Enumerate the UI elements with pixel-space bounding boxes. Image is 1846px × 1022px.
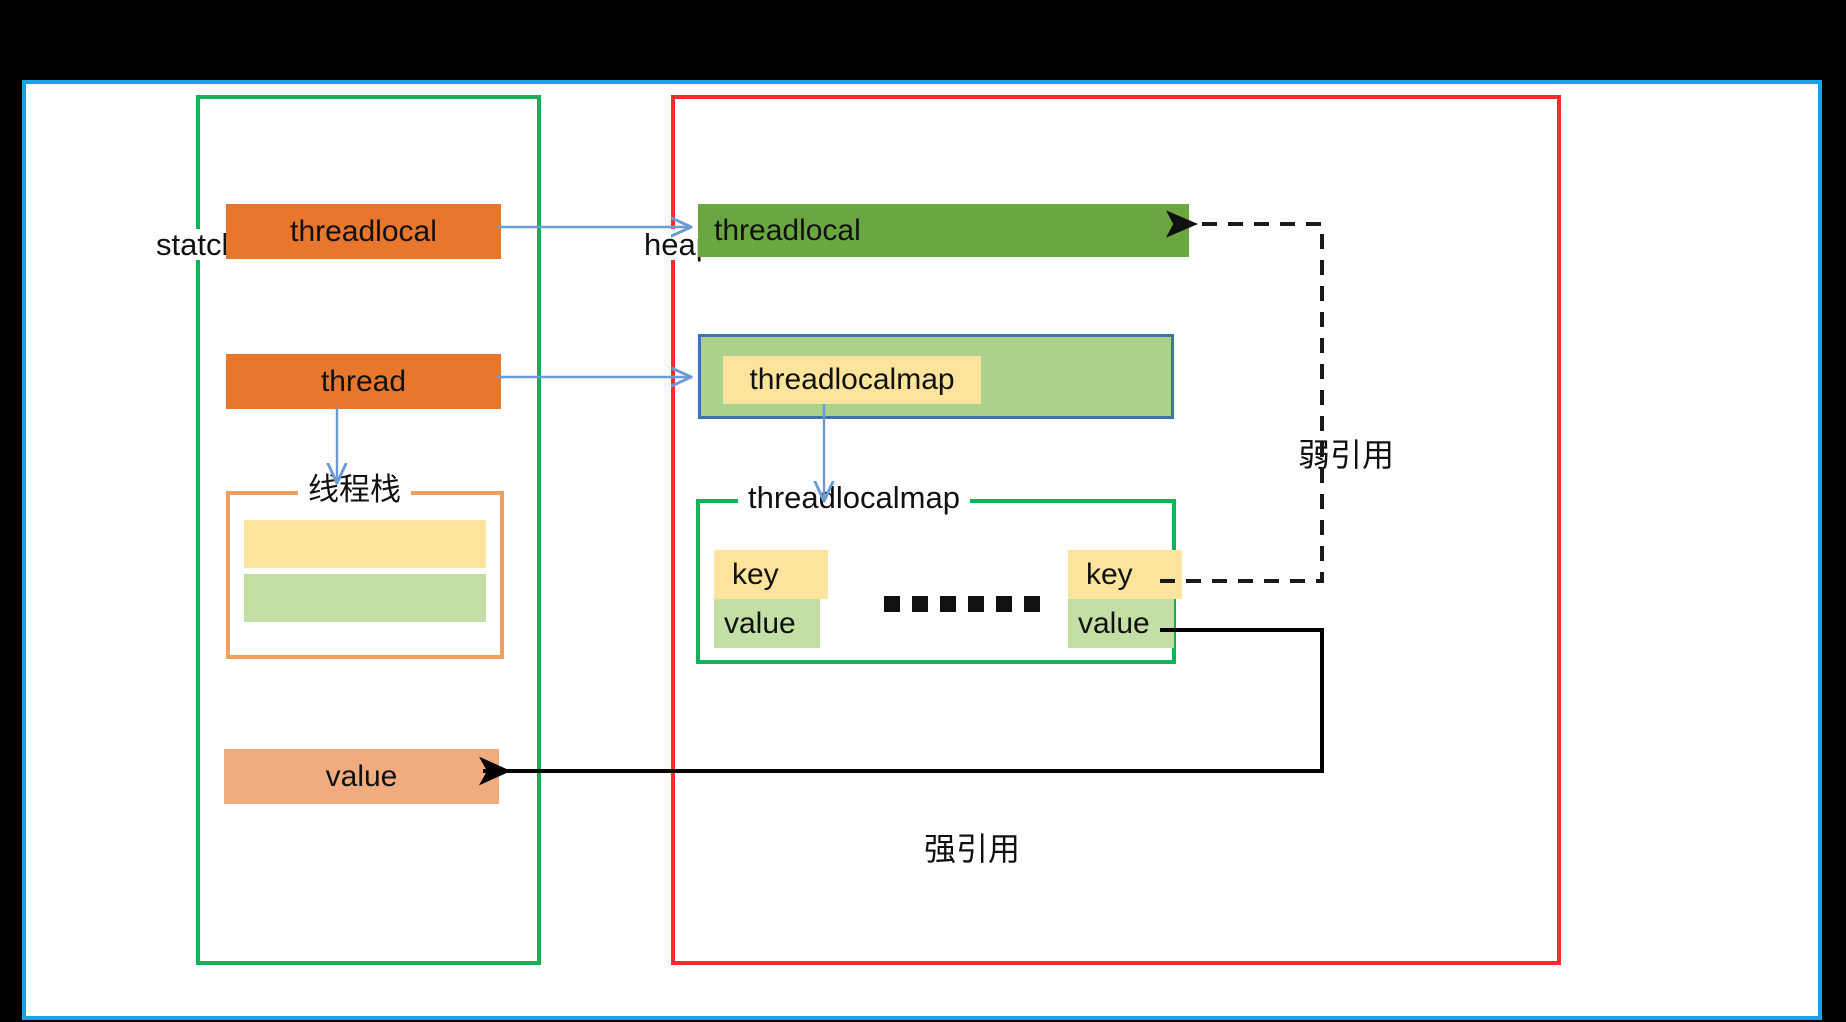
weak-reference-label: 弱引用 xyxy=(1288,436,1405,476)
entry-value-2[interactable]: value xyxy=(1068,599,1174,648)
thread-stack-slot-yellow xyxy=(244,520,486,568)
heap-region-frame xyxy=(671,95,1561,965)
entry-key-1[interactable]: key xyxy=(714,550,828,599)
diagram-inner-frame: statck threadlocal thread 线程栈 value heap… xyxy=(22,80,1822,1020)
heap-box-threadlocal[interactable]: threadlocal xyxy=(698,204,1189,257)
entries-ellipsis xyxy=(884,596,1040,612)
entry-value-1[interactable]: value xyxy=(714,599,820,648)
ellipsis-square xyxy=(1024,596,1040,612)
threadlocalmap-entries-label: threadlocalmap xyxy=(738,482,970,513)
strong-reference-label: 强引用 xyxy=(914,830,1031,870)
thread-stack-group-label: 线程栈 xyxy=(298,474,411,505)
stack-box-threadlocal[interactable]: threadlocal xyxy=(226,204,501,259)
ellipsis-square xyxy=(912,596,928,612)
ellipsis-square xyxy=(940,596,956,612)
entry-key-2[interactable]: key xyxy=(1068,550,1182,599)
heap-box-threadlocalmap-inner[interactable]: threadlocalmap xyxy=(723,356,981,404)
stack-box-value[interactable]: value xyxy=(224,749,499,804)
thread-stack-slot-green xyxy=(244,574,486,622)
ellipsis-square xyxy=(968,596,984,612)
ellipsis-square xyxy=(996,596,1012,612)
stack-box-thread[interactable]: thread xyxy=(226,354,501,409)
ellipsis-square xyxy=(884,596,900,612)
stack-region-frame xyxy=(196,95,541,965)
